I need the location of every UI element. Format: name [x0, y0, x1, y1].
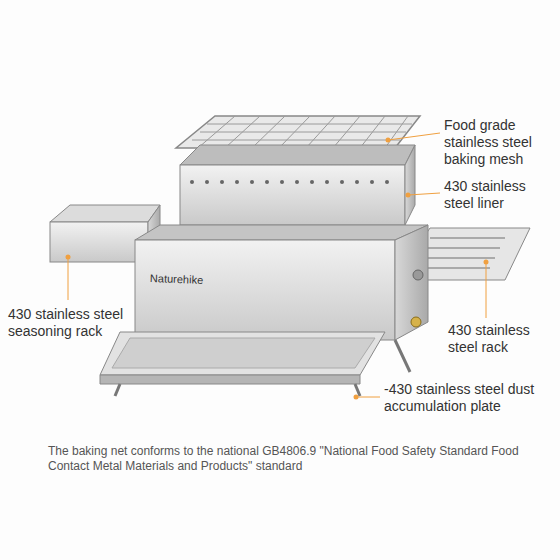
- baking-mesh: [176, 116, 420, 148]
- leader-lines: [68, 133, 486, 397]
- part-label: 430 stainless steel liner: [444, 178, 556, 212]
- brand-label: Naturehike: [150, 272, 204, 286]
- liner-box: [180, 145, 415, 225]
- part-label: Food grade stainless steel baking mesh: [444, 117, 556, 168]
- leader-dots: [66, 138, 489, 400]
- dust-plate: [100, 332, 385, 396]
- part-label: 430 stainless steel seasoning rack: [8, 306, 148, 340]
- part-label: 430 stainless steel rack: [448, 322, 552, 356]
- part-label: -430 stainless steel dust accumulation p…: [384, 381, 556, 415]
- caption: The baking net conforms to the national …: [48, 444, 528, 474]
